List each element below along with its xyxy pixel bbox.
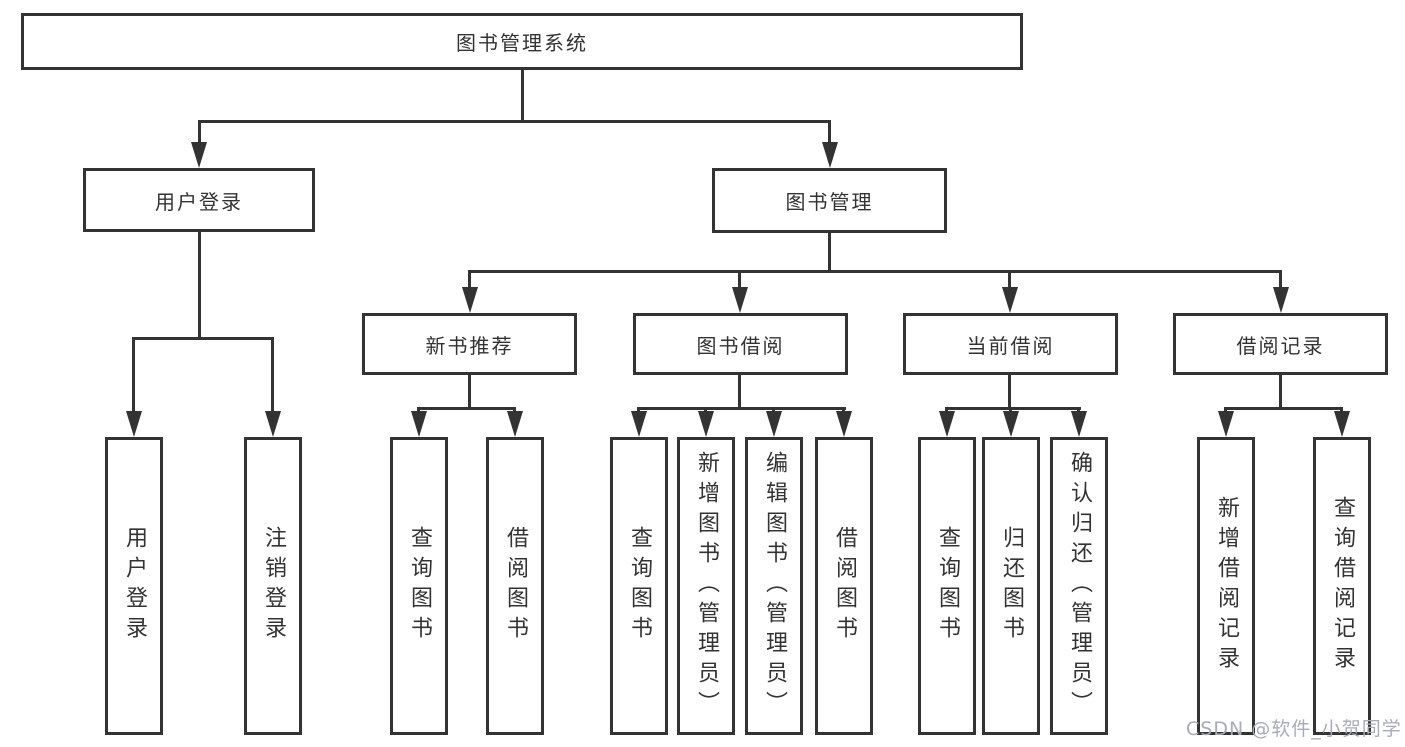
- arrowhead: [1071, 411, 1087, 437]
- leaf-user-login: 用户登录: [105, 437, 163, 735]
- arrowhead: [1002, 287, 1018, 313]
- connector-line: [738, 270, 741, 291]
- arrowhead: [836, 411, 852, 437]
- connector-line: [1279, 375, 1282, 410]
- connector-line: [1279, 270, 1282, 291]
- connector-line: [198, 120, 831, 123]
- leaf-add-book-admin: 新增图书（管理员）: [677, 437, 735, 735]
- connector-line: [828, 120, 831, 146]
- arrowhead: [411, 411, 427, 437]
- leaf-query-books-recommend: 查询图书: [390, 437, 448, 735]
- arrowhead: [1273, 287, 1289, 313]
- connector-line: [417, 407, 516, 410]
- leaf-borrow-books-borrowing: 借阅图书: [815, 437, 873, 735]
- arrowhead: [822, 142, 838, 168]
- arrowhead: [126, 411, 142, 437]
- connector-line: [271, 337, 274, 415]
- connector-line: [521, 70, 524, 122]
- leaf-return-books: 归还图书: [982, 437, 1040, 735]
- leaf-query-books-borrowing: 查询图书: [610, 437, 668, 735]
- node-borrowing-records: 借阅记录: [1173, 313, 1388, 375]
- arrowhead: [507, 411, 523, 437]
- leaf-logout: 注销登录: [244, 437, 302, 735]
- leaf-add-borrow-record: 新增借阅记录: [1197, 437, 1255, 735]
- connector-line: [1224, 407, 1343, 410]
- arrowhead: [766, 411, 782, 437]
- connector-line: [198, 232, 201, 339]
- arrowhead: [1334, 411, 1350, 437]
- arrowhead: [732, 287, 748, 313]
- connector-line: [1008, 270, 1011, 291]
- connector-line: [828, 233, 831, 272]
- connector-line: [132, 337, 135, 415]
- leaf-confirm-return-admin: 确认归还（管理员）: [1050, 437, 1108, 735]
- arrowhead: [698, 411, 714, 437]
- leaf-edit-book-admin: 编辑图书（管理员）: [745, 437, 803, 735]
- connector-line: [198, 120, 201, 146]
- node-current-borrowing: 当前借阅: [903, 313, 1118, 375]
- connector-line: [468, 270, 471, 291]
- connector-line: [1008, 375, 1011, 410]
- arrowhead: [265, 411, 281, 437]
- connector-line: [945, 407, 1081, 410]
- connector-line: [738, 375, 741, 410]
- arrowhead: [939, 411, 955, 437]
- arrowhead: [1218, 411, 1234, 437]
- node-library-management-system: 图书管理系统: [21, 13, 1023, 70]
- node-new-book-recommendation: 新书推荐: [362, 313, 577, 375]
- arrowhead: [191, 142, 207, 168]
- leaf-query-borrow-record: 查询借阅记录: [1313, 437, 1371, 735]
- node-book-borrowing: 图书借阅: [633, 313, 848, 375]
- node-user-login: 用户登录: [83, 168, 315, 232]
- node-book-management: 图书管理: [712, 168, 947, 233]
- watermark: CSDN @软件_小贺同学: [1186, 718, 1402, 740]
- leaf-borrow-books-recommend: 借阅图书: [486, 437, 544, 735]
- connector-line: [468, 270, 1282, 273]
- arrowhead: [1003, 411, 1019, 437]
- arrowhead: [631, 411, 647, 437]
- connector-line: [468, 375, 471, 410]
- connector-line: [637, 407, 846, 410]
- arrowhead: [462, 287, 478, 313]
- connector-line: [132, 337, 274, 340]
- leaf-query-books-current: 查询图书: [918, 437, 976, 735]
